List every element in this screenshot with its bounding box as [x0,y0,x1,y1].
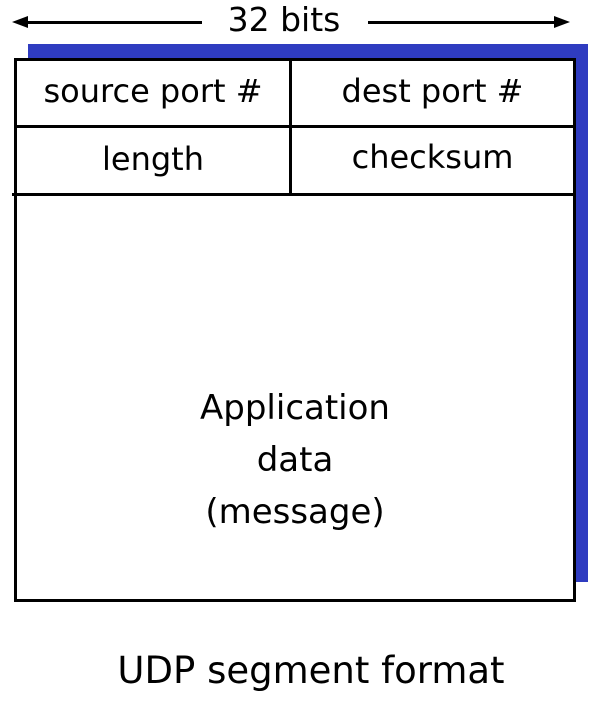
source-port-field: source port # [43,72,263,110]
arrow-left-line [26,21,202,24]
length-field: length [102,140,204,178]
diagram-caption: UDP segment format [117,649,505,692]
width-label: 32 bits [227,0,341,39]
arrow-right-line [368,21,556,24]
application-data-field: Application data (message) [17,382,573,538]
header-row-divider [14,125,576,128]
header-bottom-divider [12,193,576,196]
header-column-divider [289,58,292,196]
payload-line: data [256,440,334,480]
arrow-left-head [12,16,28,28]
arrow-right-head [554,16,570,28]
payload-line: (message) [205,492,385,532]
checksum-field: checksum [351,138,514,176]
udp-segment-box [14,58,576,602]
dest-port-field: dest port # [341,72,524,110]
payload-line: Application [200,388,390,428]
